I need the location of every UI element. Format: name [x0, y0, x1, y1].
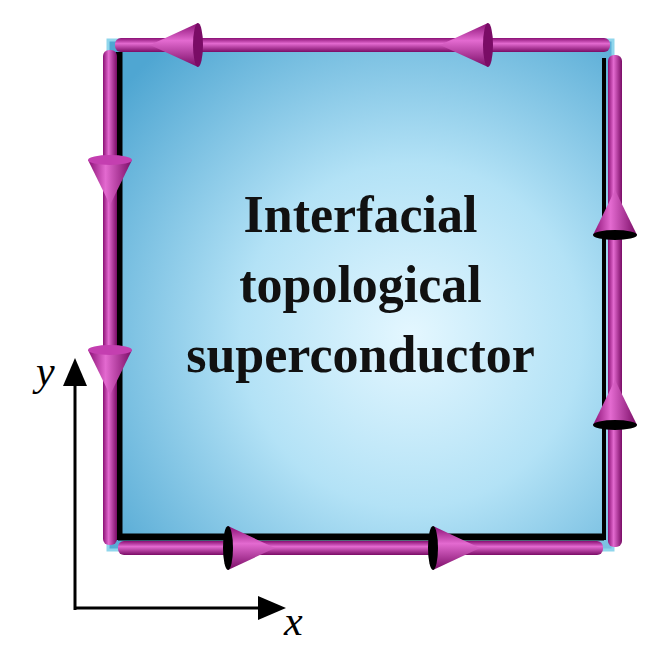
- cone-arrow: [433, 526, 480, 570]
- region-node: Interfacial topological superconductor: [108, 40, 613, 550]
- cone-arrow: [150, 23, 198, 67]
- cone-arrow: [88, 160, 132, 205]
- tube: [103, 50, 117, 545]
- cone-base: [223, 526, 233, 570]
- cone-arrow: [593, 190, 637, 235]
- axis-label: x: [284, 600, 303, 642]
- tube: [118, 541, 603, 555]
- axes: [63, 358, 286, 620]
- axis-arrowhead: [63, 358, 87, 386]
- axis-arrowhead: [258, 596, 286, 620]
- tube: [608, 55, 622, 547]
- axis-label: y: [36, 350, 55, 392]
- cone-arrow: [228, 526, 275, 570]
- cone-base: [88, 155, 132, 165]
- cone-base: [483, 23, 493, 67]
- cone-base: [593, 230, 637, 240]
- cone-arrow: [440, 23, 488, 67]
- axis-line: [74, 380, 77, 610]
- region-title: Interfacial topological superconductor: [141, 180, 581, 410]
- cone-arrow: [88, 350, 132, 395]
- edge-mode-tubes: [103, 38, 622, 555]
- axis-line: [74, 607, 262, 610]
- chirality-cones: [88, 23, 637, 570]
- cone-base: [88, 345, 132, 355]
- edge-shadow: [118, 534, 604, 541]
- cone-base: [193, 23, 203, 67]
- superconductor-region: [108, 40, 613, 550]
- cone-base: [593, 420, 637, 430]
- cone-arrow: [593, 380, 637, 425]
- edge-shadow: [602, 58, 606, 540]
- cone-base: [428, 526, 438, 570]
